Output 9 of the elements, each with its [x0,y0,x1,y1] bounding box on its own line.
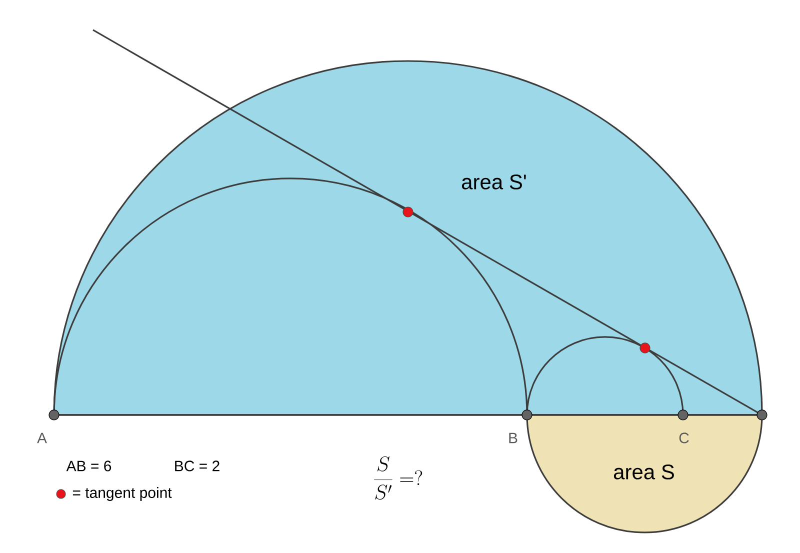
point-label: A [37,432,47,444]
legend-text: = tangent point [72,487,172,501]
ratio-formula: $\frac{S}{S'}=?$ [374,456,422,500]
point-label: C [679,432,689,444]
length-label: AB = 6 [66,460,112,472]
length-label: BC = 2 [175,460,220,472]
area-label: area S [614,464,674,480]
area-label: area S' [462,174,526,190]
point-label: B [509,432,518,444]
